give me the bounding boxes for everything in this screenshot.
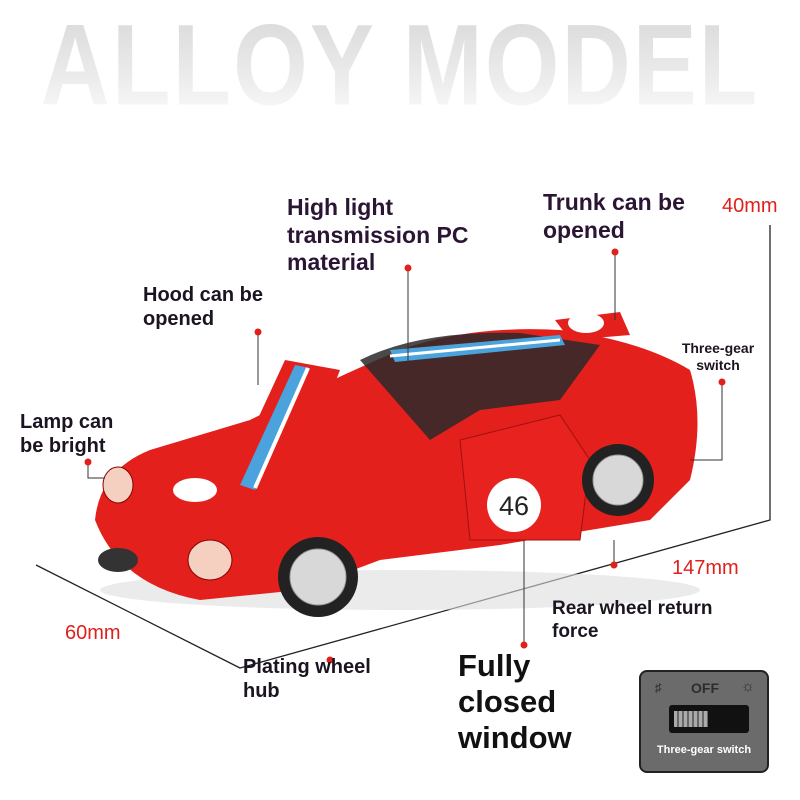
label-rear-wheel: Rear wheel return force xyxy=(552,598,713,642)
dimension-length: 147mm xyxy=(672,557,739,579)
light-icon: ☼ xyxy=(741,678,755,695)
label-lamp: Lamp can be bright xyxy=(20,411,114,457)
label-three-gear: Three-gear switch xyxy=(681,340,755,373)
label-pc-material: High light transmission PC material xyxy=(287,194,469,276)
switch-knob xyxy=(674,711,708,727)
speaker-icon: ♯ xyxy=(655,680,662,695)
label-hood: Hood can be opened xyxy=(143,284,264,330)
switch-inset: ♯ OFF ☼ Three-gear switch xyxy=(639,670,769,773)
callout-lines xyxy=(87,252,723,645)
label-window: Fully closed window xyxy=(458,648,572,755)
callout-dots xyxy=(84,248,726,664)
dimension-height: 40mm xyxy=(722,195,778,217)
dimension-width: 60mm xyxy=(65,622,121,644)
label-wheel-hub: Plating wheel hub xyxy=(243,656,371,702)
switch-caption: Three-gear switch xyxy=(656,744,752,756)
label-trunk: Trunk can be opened xyxy=(543,189,685,243)
switch-off-label: OFF xyxy=(691,680,719,696)
page-title: ALLOY MODEL xyxy=(0,0,800,132)
race-number: 46 xyxy=(499,491,529,521)
car-image: 46 xyxy=(95,312,700,617)
switch-slot xyxy=(669,705,749,733)
